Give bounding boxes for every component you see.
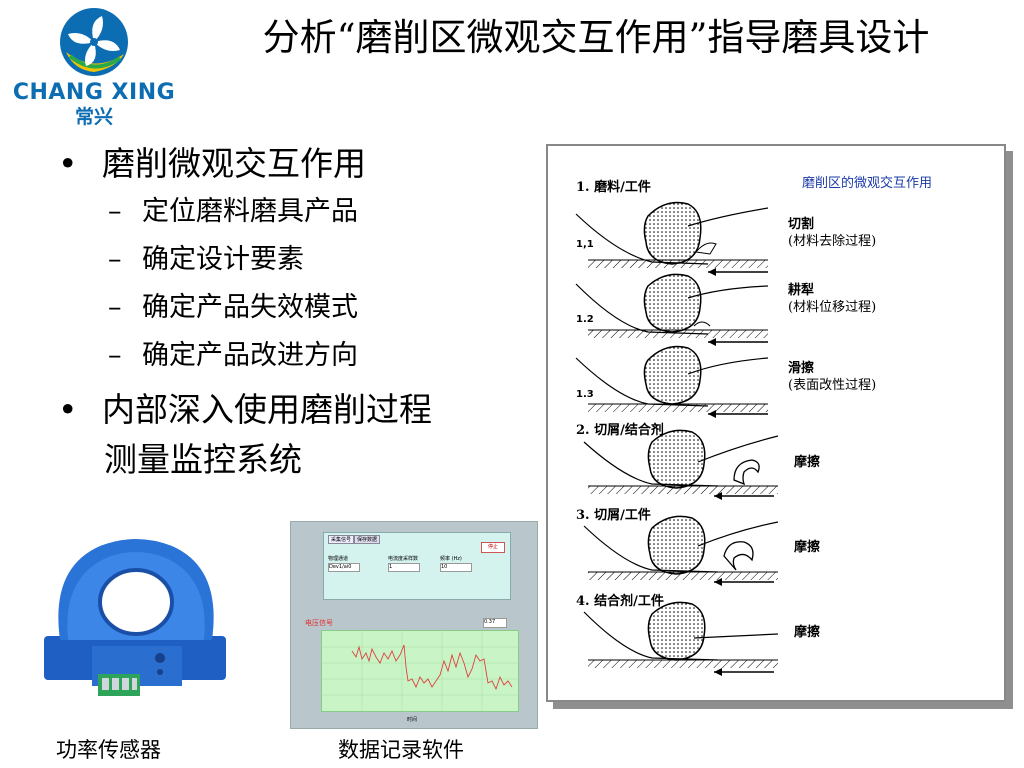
field-label: 电流度采样数 xyxy=(388,556,419,562)
company-logo: CHANG XING 常兴 xyxy=(6,4,176,128)
cutting-title: 切割 xyxy=(788,217,815,232)
bullet-dot: • xyxy=(58,390,78,429)
sub-bullet-text: 定位磨料磨具产品 xyxy=(142,196,358,227)
bullet-list: • 磨削微观交互作用 – 定位磨料磨具产品 – 确定设计要素 – 确定产品失效模… xyxy=(58,140,538,486)
sub-bullet-dash: – xyxy=(108,340,122,371)
pinwheel-logo-icon xyxy=(60,8,128,76)
subsection-label: 1,1 xyxy=(576,239,594,250)
interaction-sketches xyxy=(575,201,779,676)
friction-label: 摩擦 xyxy=(794,455,821,470)
section-label-bond-workpiece: 4. 结合剂/工件 xyxy=(576,594,664,609)
logo-brand-text: CHANG XING xyxy=(12,80,176,105)
frequency-input[interactable]: 10 xyxy=(440,563,472,572)
sub-bullet-item: – 确定产品失效模式 xyxy=(58,284,538,332)
sub-bullet-text: 确定产品失效模式 xyxy=(142,292,358,323)
friction-label: 摩擦 xyxy=(794,625,821,640)
voltage-chart xyxy=(321,630,519,712)
sliding-subtitle: (表面改性过程) xyxy=(788,378,877,393)
slide-title: 分析“磨削区微观交互作用”指导磨具设计 xyxy=(262,16,930,59)
ploughing-title: 耕犁 xyxy=(788,283,815,298)
cutting-subtitle: (材料去除过程) xyxy=(788,234,877,249)
bullet-text: 内部深入使用磨削过程 xyxy=(102,390,432,429)
settings-panel: 采集信号 保存数据 物理通道 Dev1/ai0 电流度采样数 1 频率 (Hz)… xyxy=(323,532,511,600)
sensor-caption: 功率传感器 xyxy=(56,738,161,762)
tab-acquire[interactable]: 采集信号 xyxy=(328,535,355,544)
friction-label: 摩擦 xyxy=(794,540,821,555)
section-label-chip-workpiece: 3. 切屑/工件 xyxy=(576,508,651,523)
section-label-chip-bond: 2. 切屑/结合剂 xyxy=(576,423,664,438)
software-caption: 数据记录软件 xyxy=(338,738,464,762)
sketch-sliding xyxy=(575,345,769,418)
chart-title: 电压信号 xyxy=(305,619,333,627)
sketch-cutting xyxy=(575,201,769,276)
sketch-chip-workpiece xyxy=(583,515,779,586)
current-value: 0.37 xyxy=(483,618,507,628)
ploughing-description: 耕犁 (材料位移过程) xyxy=(788,282,876,316)
sub-bullet-dash: – xyxy=(108,244,122,275)
ploughing-subtitle: (材料位移过程) xyxy=(788,300,877,315)
grinding-interaction-diagram: 1. 磨料/工件 磨削区的微观交互作用 1,1 切割 (材料去除过程) 1.2 … xyxy=(546,144,1006,702)
sketch-ploughing xyxy=(575,273,769,346)
bullet-dot: • xyxy=(58,144,78,183)
field-label: 物理通道 xyxy=(328,556,349,562)
diagram-header: 磨削区的微观交互作用 xyxy=(802,176,933,191)
logo-brand-chinese: 常兴 xyxy=(74,106,113,128)
stop-button[interactable]: 停止 xyxy=(481,542,505,553)
sub-bullet-dash: – xyxy=(108,196,122,227)
sub-bullet-text: 确定产品改进方向 xyxy=(142,340,358,371)
bullet-item: • 内部深入使用磨削过程 xyxy=(58,386,538,434)
sub-bullet-item: – 确定设计要素 xyxy=(58,236,538,284)
bullet-text-continued: 测量监控系统 xyxy=(104,440,302,479)
tab-save[interactable]: 保存数据 xyxy=(354,535,381,544)
section-label-abrasive-workpiece: 1. 磨料/工件 xyxy=(576,180,651,195)
x-axis-label: 时间 xyxy=(407,717,418,723)
cutting-description: 切割 (材料去除过程) xyxy=(788,216,876,250)
field-label: 频率 (Hz) xyxy=(440,556,462,562)
sketch-chip-bond xyxy=(583,429,779,500)
sub-bullet-dash: – xyxy=(108,292,122,323)
sliding-title: 滑擦 xyxy=(788,361,815,376)
sketch-bond-workpiece xyxy=(583,601,779,676)
current-sensor-icon xyxy=(44,539,226,696)
voltage-signal-plot xyxy=(322,631,518,711)
data-logging-software-screenshot: 采集信号 保存数据 物理通道 Dev1/ai0 电流度采样数 1 频率 (Hz)… xyxy=(290,521,538,729)
sub-bullet-item: – 确定产品改进方向 xyxy=(58,332,538,380)
sliding-description: 滑擦 (表面改性过程) xyxy=(788,360,876,394)
sub-bullet-text: 确定设计要素 xyxy=(142,244,304,275)
samples-input[interactable]: 1 xyxy=(388,563,420,572)
subsection-label: 1.2 xyxy=(576,314,594,325)
bullet-text: 磨削微观交互作用 xyxy=(102,144,366,183)
bullet-item: • 磨削微观交互作用 xyxy=(58,140,538,188)
power-sensor-image xyxy=(40,528,232,708)
subsection-label: 1.3 xyxy=(576,389,594,400)
sub-bullet-item: – 定位磨料磨具产品 xyxy=(58,188,538,236)
channel-select[interactable]: Dev1/ai0 xyxy=(328,563,360,572)
